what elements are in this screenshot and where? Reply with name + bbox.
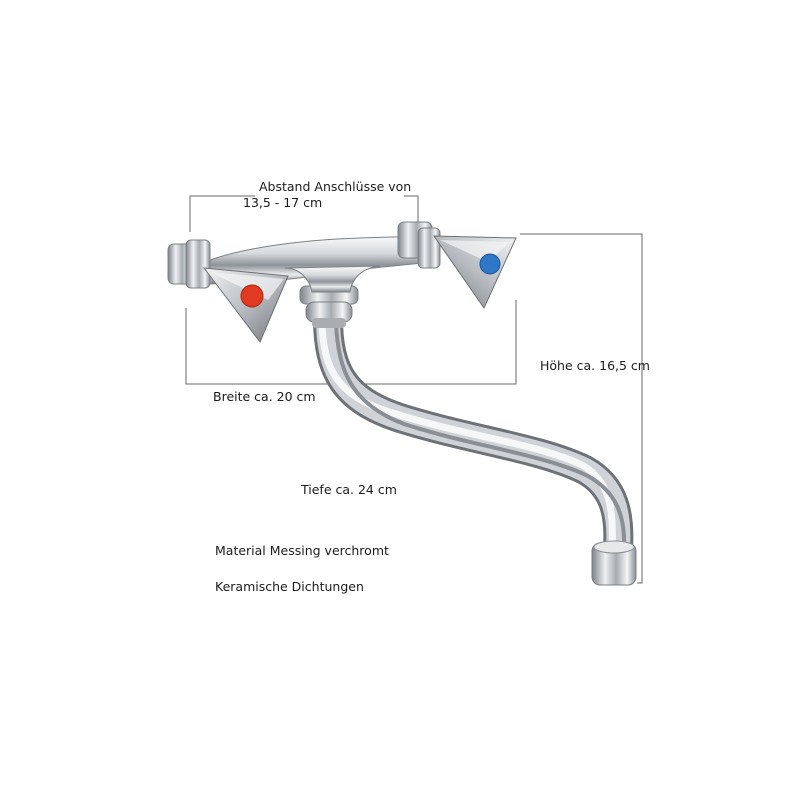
height-label: Höhe ca. 16,5 cm [540,358,650,373]
cold-handle [433,235,517,310]
hot-indicator-icon [240,284,264,308]
cold-indicator-icon [479,253,501,275]
connection-spacing-line-1: Abstand Anschlüsse von [259,179,412,194]
left-connector [167,239,211,289]
right-connector [397,221,441,269]
width-label: Breite ca. 20 cm [213,389,316,404]
spacing-dimension-line-right [404,195,419,226]
connection-spacing-line-2: 13,5 - 17 cm [243,195,323,210]
spout [313,317,637,586]
connection-spacing-label: Abstand Anschlüsse von 13,5 - 17 cm [243,179,412,211]
material-label: Material Messing verchromt [215,543,389,558]
hot-handle [202,267,289,343]
height-dimension-line [520,233,643,584]
seals-label: Keramische Dichtungen [215,579,364,594]
depth-label: Tiefe ca. 24 cm [301,482,397,497]
spacing-dimension-line [189,195,255,232]
